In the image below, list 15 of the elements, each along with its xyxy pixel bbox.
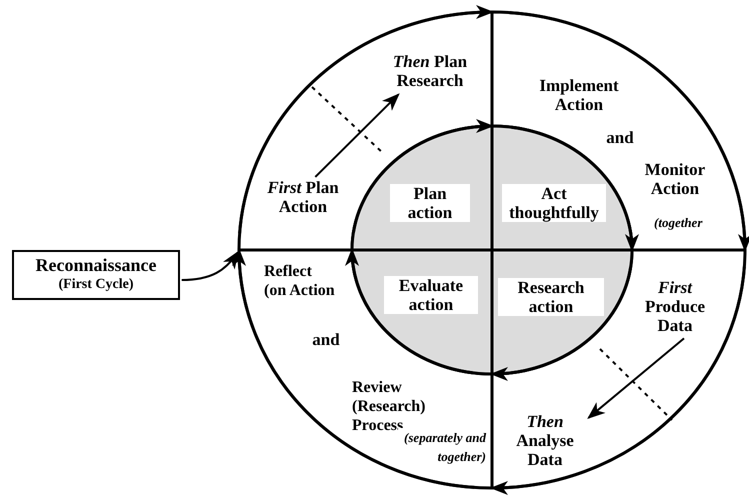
quadrant-label: Act thoughtfully [502,184,606,222]
arrow [587,338,685,419]
box-subtitle: (First Cycle) [57,276,135,294]
box-title: Reconnaissance [34,254,158,276]
quadrant-label: Plan action [390,184,470,222]
circle-quadrant [352,250,492,374]
circle-quadrant [492,126,632,250]
quadrant-label: Research action [498,278,604,316]
arrow [182,250,239,281]
arrow [314,93,400,178]
quadrant-label: Evaluate action [384,276,478,314]
circle-quadrant [492,250,632,374]
note-label: (separately and together) [398,428,488,466]
circle-quadrant [352,126,492,250]
start-box [12,250,180,300]
